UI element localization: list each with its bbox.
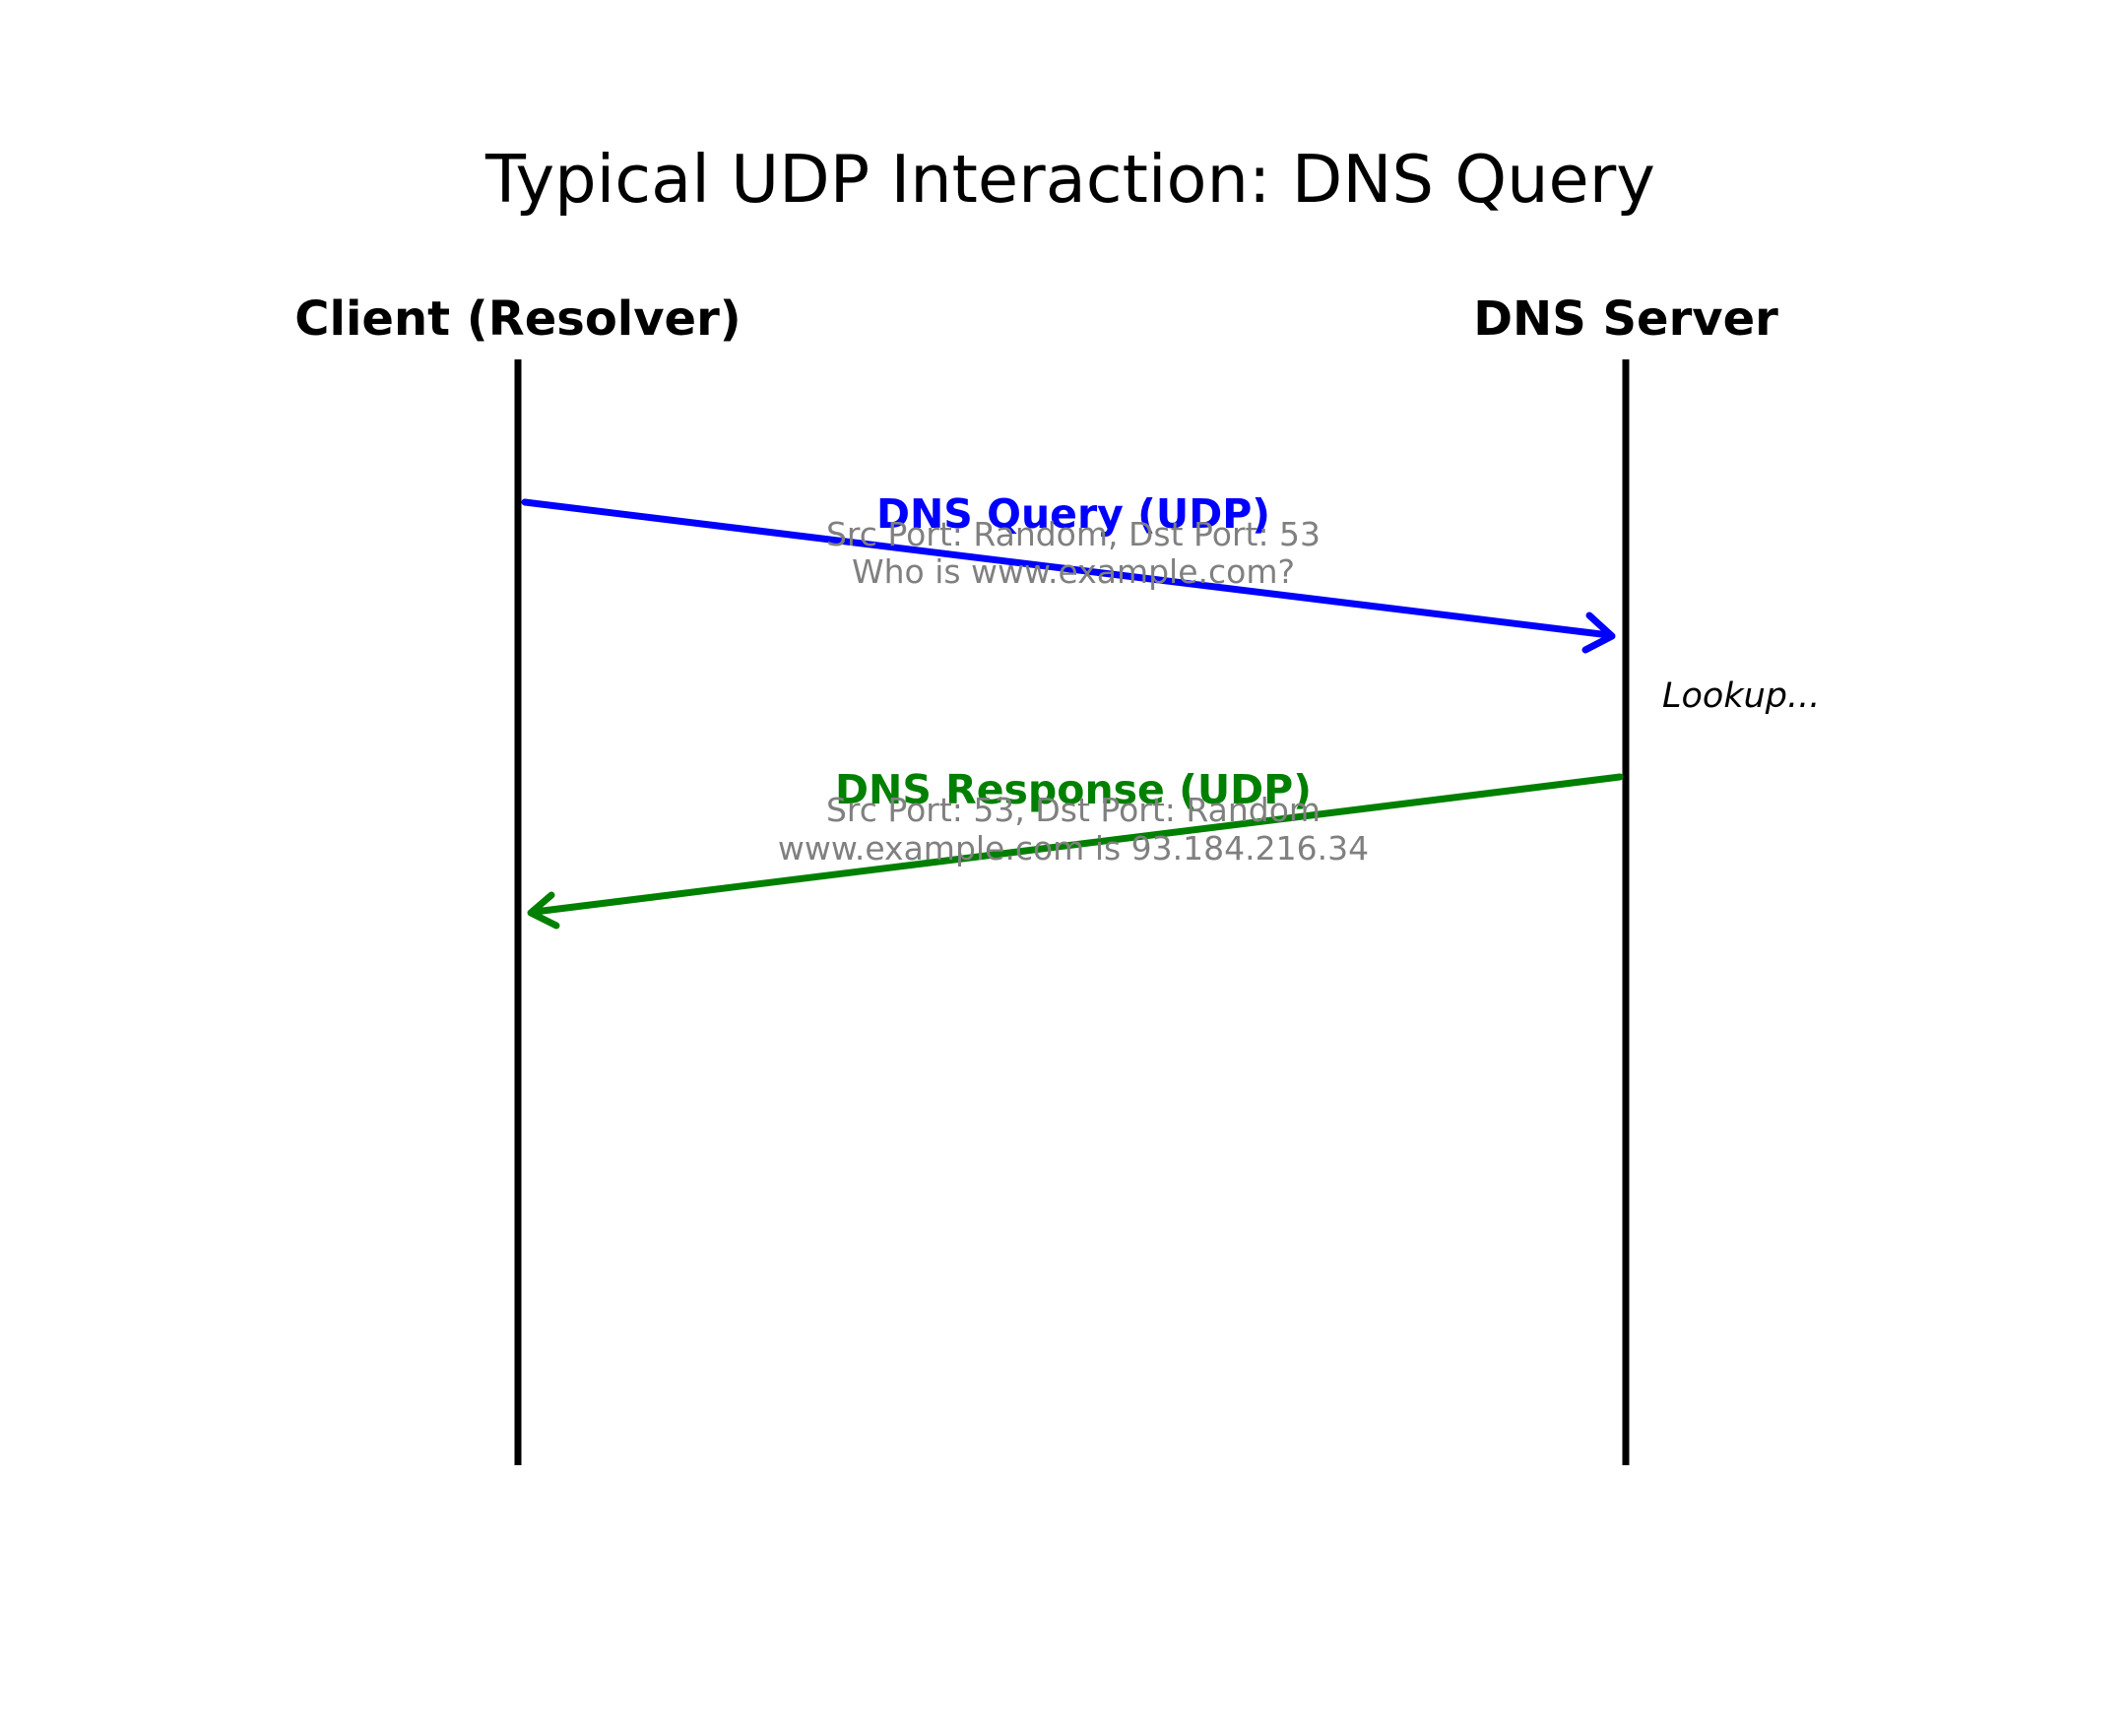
query-label: DNS Query (UDP)	[876, 490, 1270, 538]
response-label: DNS Response (UDP)	[835, 766, 1312, 813]
response-arrow-head	[527, 891, 560, 930]
query-arrow-shaft	[521, 498, 1613, 639]
query-arrow	[521, 498, 1616, 654]
response-detail-answer: www.example.com is 93.184.216.34	[778, 829, 1369, 868]
response-detail-ports: Src Port: 53, Dst Port: Random	[826, 791, 1321, 829]
lookup-note: Lookup...	[1662, 676, 1820, 716]
query-arrow-head	[1581, 611, 1616, 654]
query-detail-ports: Src Port: Random, Dst Port: 53	[826, 515, 1321, 553]
query-detail-question: Who is www.example.com?	[852, 552, 1295, 591]
response-arrow-shaft	[531, 773, 1624, 916]
diagram-title: Typical UDP Interaction: DNS Query	[484, 141, 1655, 218]
participant-server-label: DNS Server	[1473, 291, 1778, 347]
participant-client-label: Client (Resolver)	[294, 291, 741, 347]
response-arrow	[527, 773, 1624, 930]
